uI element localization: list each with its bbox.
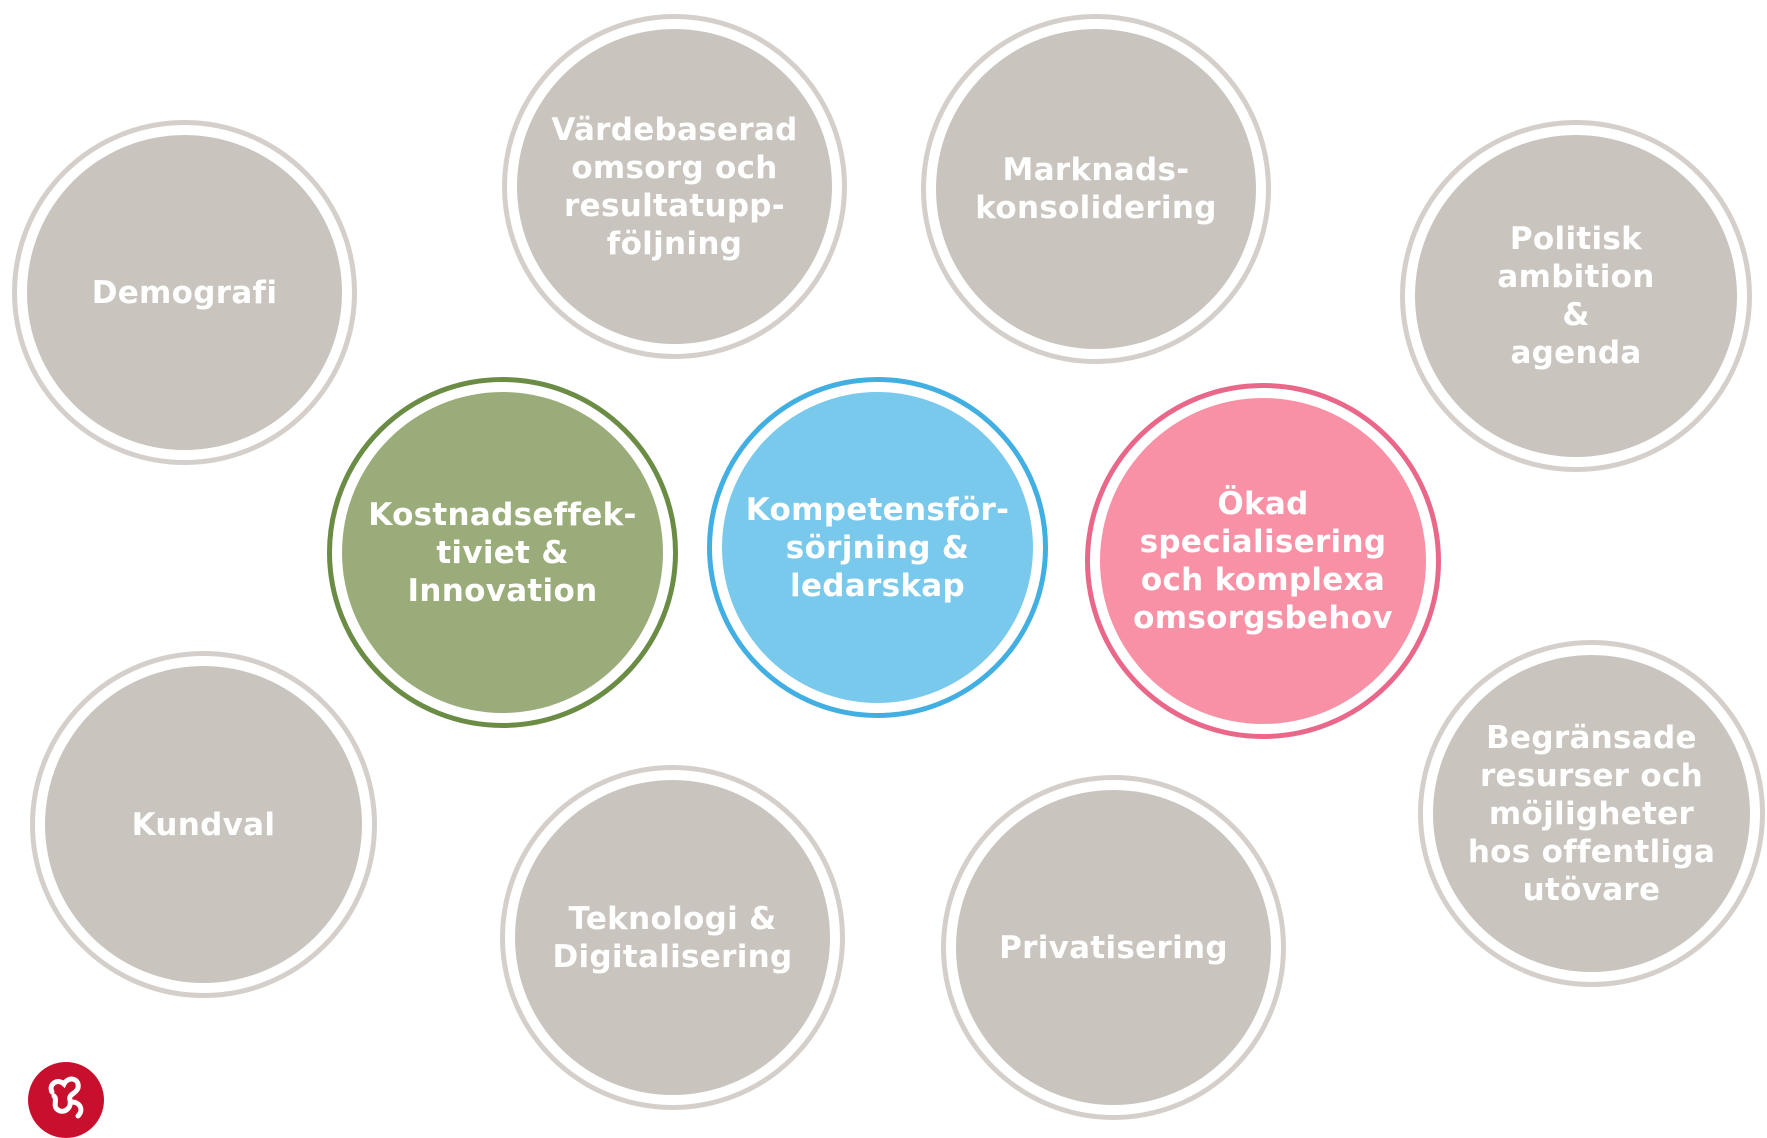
circle-kundval: Kundval [30,651,377,998]
circle-privatisering-label: Privatisering [999,929,1228,966]
circle-demografi-fill: Demografi [27,135,342,450]
circle-politisk-ambition-label: Politisk ambition & agenda [1497,221,1655,371]
company-logo-mark-icon [48,1076,84,1119]
circle-vardebaserad-label: Värdebaserad omsorg och resultatupp- föl… [551,111,798,262]
circle-politisk-ambition-fill: Politisk ambition & agenda [1415,135,1737,457]
circle-begransade-resurser: Begränsade resurser och möjligheter hos … [1418,640,1765,987]
circle-kompetensforsorjning: Kompetensför- sörjning & ledarskap [707,377,1048,718]
circle-politisk-ambition: Politisk ambition & agenda [1400,120,1752,472]
company-logo-icon [28,1062,104,1138]
circle-begransade-resurser-label: Begränsade resurser och möjligheter hos … [1467,719,1716,908]
circle-okad-specialisering-label: Ökad specialisering och komplexa omsorgs… [1133,486,1393,636]
circle-kostnadseffektivitet: Kostnadseffek- tiviet & Innovation [327,377,678,728]
circle-teknologi-fill: Teknologi & Digitalisering [515,780,830,1095]
circle-begransade-resurser-fill: Begränsade resurser och möjligheter hos … [1433,655,1750,972]
circle-privatisering: Privatisering [941,775,1286,1120]
circle-kundval-fill: Kundval [45,666,362,983]
circle-vardebaserad-fill: Värdebaserad omsorg och resultatupp- föl… [517,29,832,344]
circle-demografi: Demografi [12,120,357,465]
circle-marknadskonsolidering-fill: Marknads- konsolidering [936,29,1256,349]
circle-teknologi: Teknologi & Digitalisering [500,765,845,1110]
circle-okad-specialisering: Ökad specialisering och komplexa omsorgs… [1085,383,1441,739]
circle-marknadskonsolidering-label: Marknads- konsolidering [975,152,1217,226]
circle-kompetensforsorjning-fill: Kompetensför- sörjning & ledarskap [722,392,1033,703]
circle-teknologi-label: Teknologi & Digitalisering [552,900,793,975]
circle-kundval-label: Kundval [131,806,276,843]
circle-kostnadseffektivitet-fill: Kostnadseffek- tiviet & Innovation [342,392,663,713]
circle-kostnadseffektivitet-label: Kostnadseffek- tiviet & Innovation [368,496,637,609]
circle-marknadskonsolidering: Marknads- konsolidering [921,14,1271,364]
circle-vardebaserad: Värdebaserad omsorg och resultatupp- föl… [502,14,847,359]
circle-demografi-label: Demografi [91,274,278,311]
circle-okad-specialisering-fill: Ökad specialisering och komplexa omsorgs… [1100,398,1426,724]
circle-privatisering-fill: Privatisering [956,790,1271,1105]
circle-kompetensforsorjning-label: Kompetensför- sörjning & ledarskap [745,491,1010,604]
